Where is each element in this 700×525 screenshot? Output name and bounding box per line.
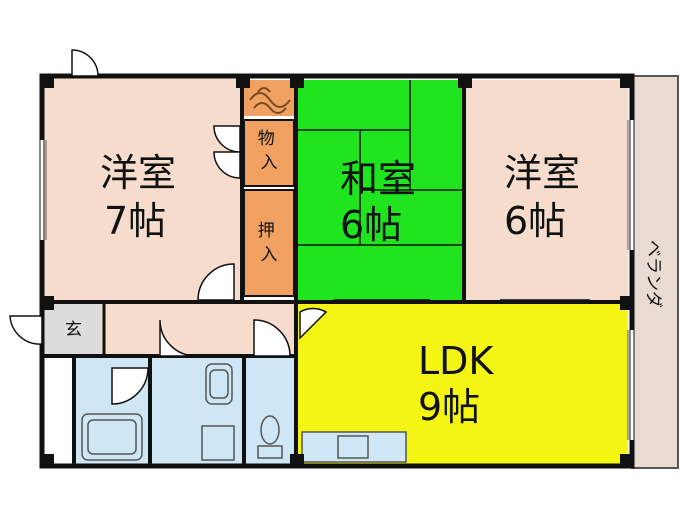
closet-label-char1: 物	[258, 129, 275, 149]
closet-label: 物 入	[258, 129, 280, 173]
doors	[9, 49, 328, 405]
pillars	[40, 74, 634, 468]
western-room-right	[466, 80, 628, 300]
oshiire-label-char2: 入	[261, 245, 278, 265]
western-left-name: 洋室	[100, 151, 176, 195]
washer	[201, 425, 235, 461]
western-left-size: 7帖	[104, 199, 166, 243]
western-room-left	[44, 76, 240, 300]
oshiire-label-char1: 押	[258, 221, 275, 241]
japanese-name: 和室	[340, 157, 416, 201]
windows	[40, 120, 634, 440]
ldk-name: LDK	[418, 339, 494, 383]
japanese-size: 6帖	[340, 203, 402, 247]
western-right-name: 洋室	[504, 151, 580, 195]
entrance	[44, 304, 102, 354]
tatami-lines	[298, 80, 462, 246]
kitchen-counter	[301, 431, 407, 463]
ldk-size: 9帖	[418, 385, 480, 429]
veranda-label: ベランダ	[643, 240, 663, 308]
western-right-size: 6帖	[504, 199, 566, 243]
oshiire	[243, 189, 295, 297]
closet-label-char2: 入	[261, 153, 278, 173]
sink	[205, 363, 233, 405]
oshiire-label: 押 入	[258, 221, 280, 265]
toilet-bowl	[260, 415, 280, 445]
entrance-label: 玄	[65, 320, 82, 340]
bathtub	[81, 413, 143, 461]
